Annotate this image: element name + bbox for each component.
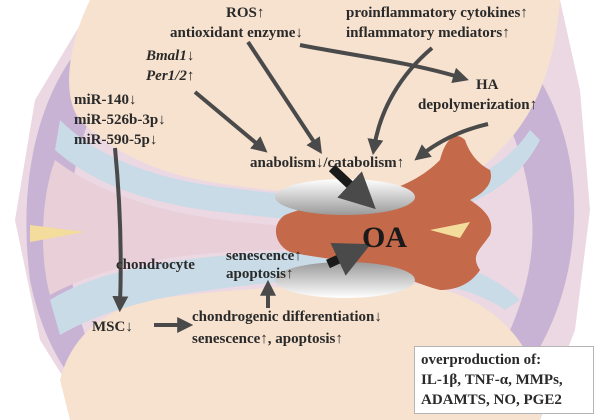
label-bmal1: Bmal1↓ xyxy=(145,48,194,64)
arrow-ros-to-anabolism xyxy=(246,40,322,155)
label-apoptosis: apoptosis↑ xyxy=(226,266,294,282)
label-ha: HA xyxy=(476,77,499,93)
meniscus-left xyxy=(30,225,85,242)
overproduction-line-2: ADAMTS, NO, PGE2 xyxy=(421,392,562,408)
synovium-right xyxy=(450,20,575,400)
overproduction-title: overproduction of: xyxy=(421,352,542,368)
label-proinflammatory: proinflammatory cytokines↑ xyxy=(346,5,528,21)
joint-space xyxy=(43,160,431,295)
arrow-mirna-to-msc xyxy=(112,147,129,313)
arrow-clock-to-anabolism xyxy=(193,90,268,153)
label-mir590: miR-590-5p↓ xyxy=(74,132,157,148)
arrow-cytokines-to-anabolism xyxy=(367,46,434,156)
synovium-left xyxy=(26,60,120,400)
upper-bone xyxy=(69,0,560,199)
label-msc: MSC↓ xyxy=(92,319,133,335)
diagram-labels: ROS↑ antioxidant enzyme↓ proinflammatory… xyxy=(74,5,537,347)
label-ha-depolymerization: depolymerization↑ xyxy=(418,97,537,113)
label-per12: Per1/2↑ xyxy=(146,68,194,84)
label-antioxidant: antioxidant enzyme↓ xyxy=(170,25,303,41)
arrow-anabolism-to-oa xyxy=(328,164,376,210)
label-senescence-apoptosis: senescence↑, apoptosis↑ xyxy=(192,331,343,347)
arrow-ha-to-anabolism xyxy=(414,122,489,161)
lesion-highlight xyxy=(430,222,470,238)
overproduction-box: overproduction of: IL-1β, TNF-α, MMPs, A… xyxy=(414,346,594,414)
pathway-arrows xyxy=(112,40,489,333)
joint-illustration xyxy=(15,0,590,420)
label-chondrogenic-differentiation: chondrogenic differentiation↓ xyxy=(192,309,382,325)
cartilage-cap-lower xyxy=(275,262,415,298)
label-chondrocyte: chondrocyte xyxy=(116,257,195,273)
arrow-cytokines-to-ha xyxy=(299,43,469,84)
label-senescence: senescence↑ xyxy=(226,248,302,264)
label-mir526: miR-526b-3p↓ xyxy=(74,112,166,128)
arrow-senescence-to-oa xyxy=(326,243,371,276)
label-inflammatory-mediators: inflammatory mediators↑ xyxy=(346,25,510,41)
label-anabolism-catabolism: anabolism↓/catabolism↑ xyxy=(250,155,404,171)
label-ros: ROS↑ xyxy=(226,5,264,21)
oa-lesion xyxy=(275,136,492,290)
overproduction-line-1: IL-1β, TNF-α, MMPs, xyxy=(421,372,563,388)
label-oa: OA xyxy=(362,221,407,254)
label-mir140: miR-140↓ xyxy=(74,92,137,108)
